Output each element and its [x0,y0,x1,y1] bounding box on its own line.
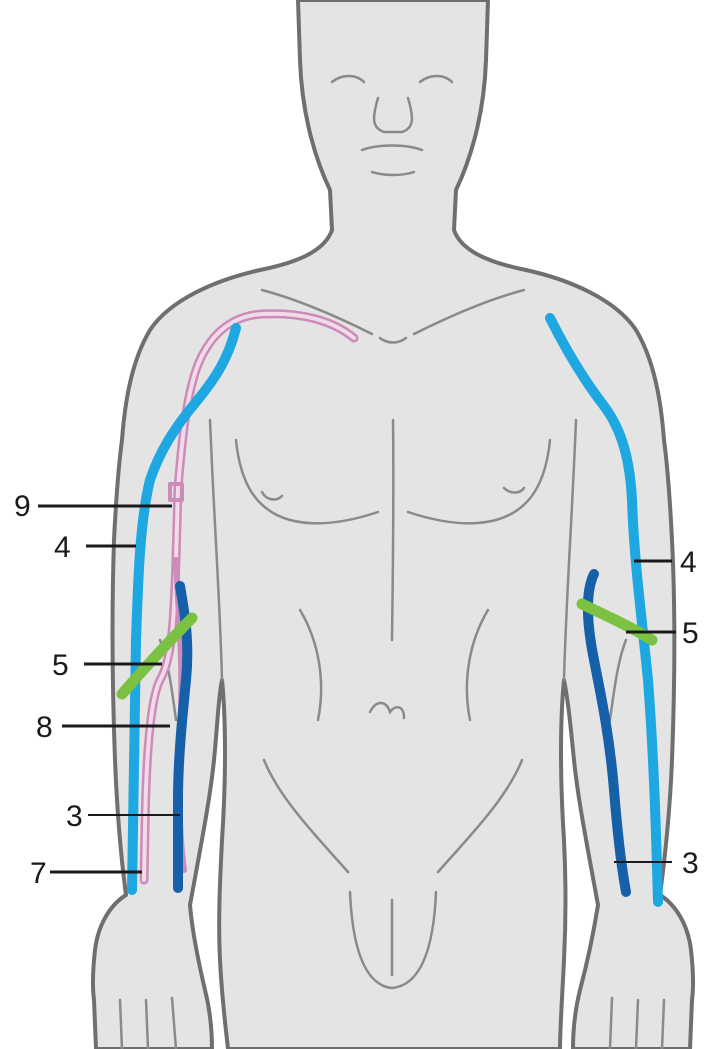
midline [392,420,393,640]
label-4-right: 4 [680,546,697,579]
label-8: 8 [36,711,53,744]
label-4-left: 4 [54,531,71,564]
label-3-left: 3 [66,800,83,833]
label-9: 9 [14,490,31,523]
label-7: 7 [30,857,47,890]
label-5-left: 5 [52,649,69,682]
label-5-right: 5 [682,617,699,650]
label-3-right: 3 [682,847,699,880]
